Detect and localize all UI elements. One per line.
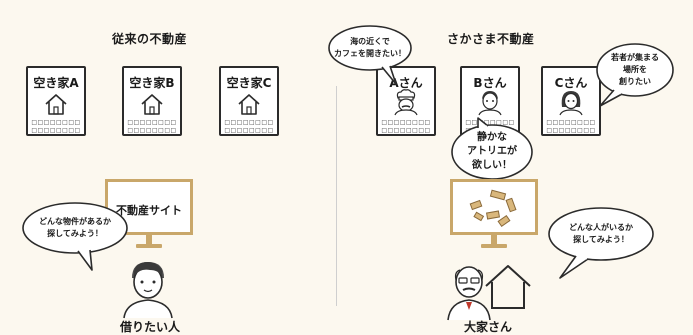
house-icon	[485, 265, 531, 309]
chef-icon	[394, 89, 418, 116]
dots-line: □□□□□□□□	[546, 119, 596, 126]
bubble-line: どんな物件があるか	[39, 217, 111, 226]
bubble-line: どんな人がいるか	[569, 223, 633, 232]
dots-line: □□□□□□□□	[127, 119, 177, 126]
right-title: さかさま不動産	[447, 32, 535, 46]
man-icon	[478, 91, 502, 116]
house-card-label: 空き家A	[33, 76, 79, 90]
panel-divider	[336, 86, 337, 306]
bubble-line: 探してみよう！	[573, 235, 629, 244]
bubble-line: 場所を	[623, 65, 647, 74]
house-card-dots: □□□□□□□□ □□□□□□□□	[28, 119, 84, 135]
bubble-line: 若者が集まる	[611, 53, 659, 62]
bubble-line: 創りたい	[619, 77, 651, 86]
monitor-base	[481, 244, 507, 248]
person-card-a: Aさん □□□□□□□□ □□□□□□□□	[376, 66, 436, 136]
bubble-text: どんな人がいるか 探してみよう！	[552, 222, 650, 246]
speech-bubble	[22, 202, 128, 271]
bubble-text: 海の近くで カフェを開きたい！	[330, 36, 410, 60]
bubble-line: 欲しい！	[472, 160, 512, 171]
person-card-c: Cさん □□□□□□□□ □□□□□□□□	[541, 66, 601, 136]
woman-icon	[559, 91, 583, 116]
dots-line: □□□□□□□□	[127, 127, 177, 134]
house-card-label: 空き家C	[226, 76, 272, 90]
renter-person-icon	[123, 262, 173, 319]
landlord-person-icon	[447, 266, 491, 321]
landlord-label: 大家さん	[463, 320, 512, 334]
person-card-dots: □□□□□□□□ □□□□□□□□	[543, 119, 599, 135]
bubble-line: アトリエが	[467, 146, 517, 157]
dots-line: □□□□□□□□	[465, 119, 515, 126]
house-icon	[141, 94, 163, 115]
connection-network-icon	[469, 189, 517, 228]
house-card-c: 空き家C □□□□□□□□ □□□□□□□□	[219, 66, 279, 136]
house-icon	[45, 94, 67, 115]
bubble-text: どんな物件があるか 探してみよう！	[26, 216, 124, 240]
dots-line: □□□□□□□□	[224, 127, 274, 134]
dots-line: □□□□□□□□	[224, 119, 274, 126]
monitor-label: 不動産サイト	[116, 204, 182, 217]
house-card-a: 空き家A □□□□□□□□ □□□□□□□□	[26, 66, 86, 136]
person-card-label: Aさん	[389, 76, 423, 90]
person-card-label: Bさん	[473, 76, 507, 90]
person-card-label: Cさん	[554, 76, 588, 90]
person-card-dots: □□□□□□□□ □□□□□□□□	[378, 119, 434, 135]
bubble-line: カフェを開きたい！	[334, 49, 406, 58]
house-card-dots: □□□□□□□□ □□□□□□□□	[124, 119, 180, 135]
house-card-label: 空き家B	[129, 76, 175, 90]
bubble-text: 若者が集まる 場所を 創りたい	[598, 52, 672, 88]
monitor-base	[136, 244, 162, 248]
house-card-dots: □□□□□□□□ □□□□□□□□	[221, 119, 277, 135]
left-title: 従来の不動産	[112, 32, 188, 46]
bubble-line: 探してみよう！	[47, 229, 103, 238]
bubble-line: 海の近くで	[350, 37, 390, 46]
dots-line: □□□□□□□□	[31, 119, 81, 126]
speech-bubble	[328, 25, 412, 85]
monitor-stem	[491, 235, 497, 244]
matching-site-monitor	[450, 179, 538, 235]
house-card-b: 空き家B □□□□□□□□ □□□□□□□□	[122, 66, 182, 136]
monitor-stem	[146, 235, 152, 244]
house-icon	[238, 94, 260, 115]
speech-bubble	[596, 43, 674, 107]
renter-label: 借りたい人	[119, 320, 180, 334]
dots-line: □□□□□□□□	[546, 127, 596, 134]
dots-line: □□□□□□□□	[381, 119, 431, 126]
bubble-text: 静かな アトリエが 欲しい！	[452, 131, 532, 173]
dots-line: □□□□□□□□	[31, 127, 81, 134]
bubble-line: 静かな	[477, 132, 507, 143]
dots-line: □□□□□□□□	[381, 127, 431, 134]
speech-bubble	[548, 207, 654, 279]
